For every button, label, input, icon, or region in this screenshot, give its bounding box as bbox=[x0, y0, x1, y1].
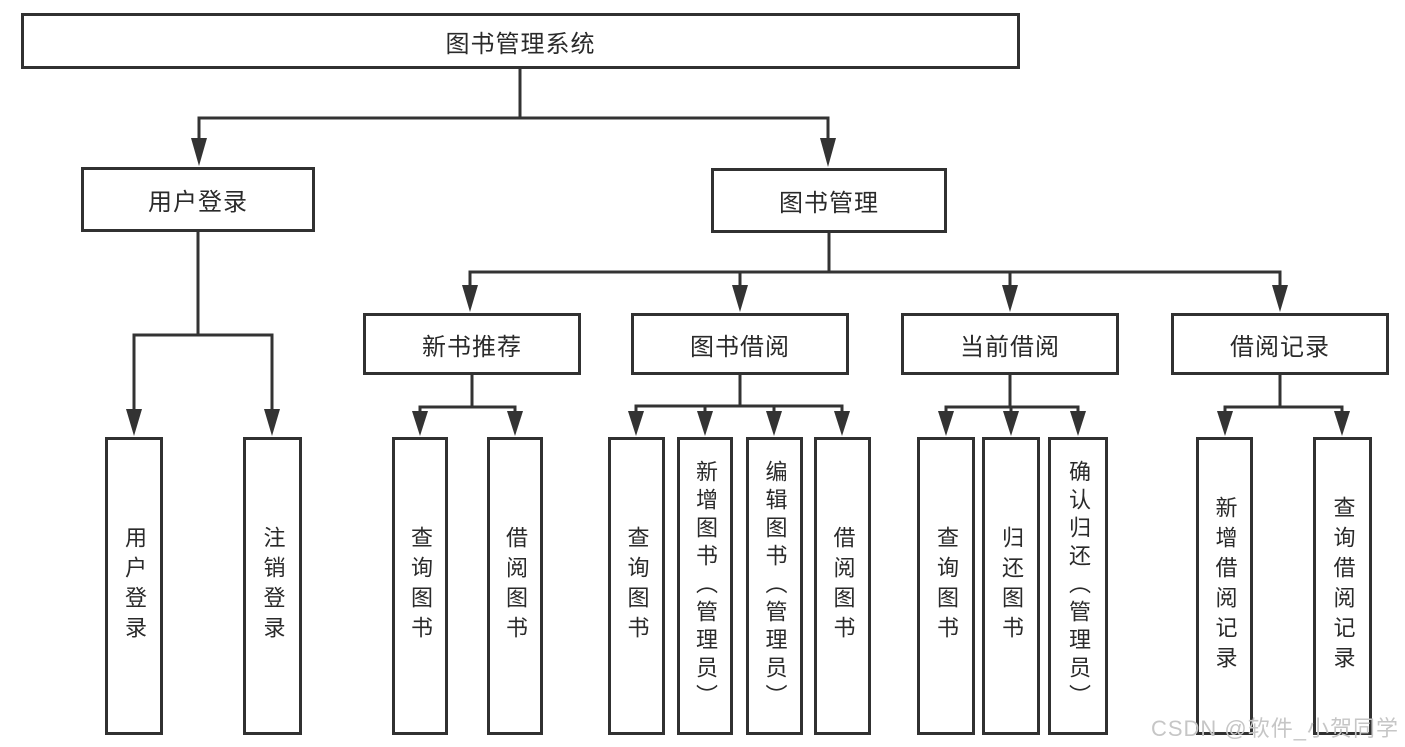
leaf-logout-label: 注销登录 bbox=[260, 526, 286, 646]
node-borrowing-records: 借阅记录 bbox=[1171, 313, 1389, 375]
leaf-query-books-3: 查询图书 bbox=[917, 437, 975, 735]
node-book-management-branch-label: 图书管理 bbox=[779, 190, 879, 217]
leaf-add-borrow-record-label: 新增借阅记录 bbox=[1212, 496, 1238, 676]
csdn-watermark: CSDN @软件_小贺同学 bbox=[1150, 716, 1399, 741]
leaf-add-book-admin-label: 新增图书（管理员） bbox=[693, 460, 718, 712]
leaf-query-books-3-label: 查询图书 bbox=[934, 526, 959, 646]
leaf-borrow-books-2-label: 借阅图书 bbox=[830, 526, 856, 646]
node-user-login-branch-label: 用户登录 bbox=[148, 189, 248, 216]
leaf-logout: 注销登录 bbox=[243, 437, 302, 735]
leaf-edit-book-admin: 编辑图书（管理员） bbox=[746, 437, 803, 735]
node-borrowing-records-label: 借阅记录 bbox=[1230, 333, 1330, 361]
leaf-user-login-label: 用户登录 bbox=[122, 526, 147, 646]
node-book-borrowing-label: 图书借阅 bbox=[690, 333, 790, 361]
leaf-query-books-2: 查询图书 bbox=[608, 437, 665, 735]
node-new-book-recommendation: 新书推荐 bbox=[363, 313, 581, 375]
node-user-login-branch: 用户登录 bbox=[81, 167, 315, 232]
leaf-query-borrow-record: 查询借阅记录 bbox=[1313, 437, 1372, 735]
leaf-confirm-return-admin: 确认归还（管理员） bbox=[1048, 437, 1108, 735]
leaf-add-book-admin: 新增图书（管理员） bbox=[677, 437, 733, 735]
leaf-borrow-books-1: 借阅图书 bbox=[487, 437, 543, 735]
leaf-confirm-return-admin-label: 确认归还（管理员） bbox=[1066, 460, 1091, 712]
leaf-add-borrow-record: 新增借阅记录 bbox=[1196, 437, 1253, 735]
arrowheads bbox=[126, 138, 1350, 436]
leaf-borrow-books-2: 借阅图书 bbox=[814, 437, 871, 735]
node-new-book-recommendation-label: 新书推荐 bbox=[422, 333, 522, 361]
leaf-edit-book-admin-label: 编辑图书（管理员） bbox=[762, 460, 788, 712]
node-root-label: 图书管理系统 bbox=[445, 30, 596, 58]
leaf-query-books-1: 查询图书 bbox=[392, 437, 448, 735]
leaf-query-books-2-label: 查询图书 bbox=[624, 526, 650, 646]
leaf-return-book: 归还图书 bbox=[982, 437, 1040, 735]
node-book-borrowing: 图书借阅 bbox=[631, 313, 849, 375]
node-root-system: 图书管理系统 bbox=[21, 13, 1020, 69]
leaf-query-borrow-record-label: 查询借阅记录 bbox=[1330, 496, 1356, 676]
leaf-user-login: 用户登录 bbox=[105, 437, 163, 735]
node-current-borrowing: 当前借阅 bbox=[901, 313, 1119, 375]
leaf-query-books-1-label: 查询图书 bbox=[408, 526, 433, 646]
leaf-borrow-books-1-label: 借阅图书 bbox=[503, 526, 528, 646]
node-book-management-branch: 图书管理 bbox=[711, 168, 947, 233]
connector-lines bbox=[132, 69, 1344, 414]
leaf-return-book-label: 归还图书 bbox=[999, 526, 1024, 646]
node-current-borrowing-label: 当前借阅 bbox=[960, 333, 1060, 361]
